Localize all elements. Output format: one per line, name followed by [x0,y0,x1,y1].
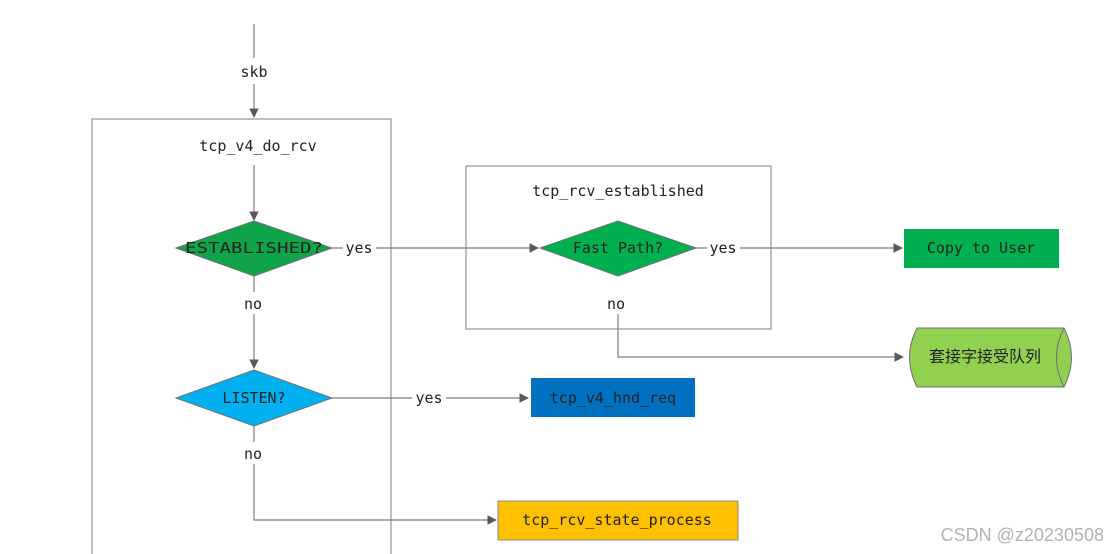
state-process-label: tcp_rcv_state_process [522,511,712,529]
copy-to-user-label: Copy to User [927,239,1035,257]
established-no-label: no [244,295,262,313]
copy-to-user-box [904,229,1059,268]
listen-no-label: no [244,445,262,463]
skb-label: skb [240,63,267,81]
socket-queue-cylinder [909,327,1072,388]
fastpath-yes-label: yes [709,239,736,257]
listen-decision [174,369,334,427]
fastpath-decision-label: Fast Path? [573,239,663,257]
rcv-established-title: tcp_rcv_established [532,182,704,200]
established-yes-label: yes [345,239,372,257]
csdn-watermark: CSDN @z20230508 [941,525,1104,545]
established-decision-label: ESTABLISHED? [185,239,323,257]
do-rcv-title: tcp_v4_do_rcv [199,137,316,155]
state-process-box [497,500,739,541]
hnd-req-label: tcp_v4_hnd_req [550,389,676,407]
edge-listen-no-b [253,464,497,525]
edge-fastpath-no [617,314,904,362]
fastpath-decision [538,220,698,277]
hnd-req-box [531,378,695,417]
listen-decision-label: LISTEN? [222,389,285,407]
established-decision [174,220,334,277]
socket-queue-label: 套接字接受队列 [929,347,1041,366]
fastpath-no-label: no [607,295,625,313]
listen-yes-label: yes [415,389,442,407]
do-rcv-container [91,118,392,554]
